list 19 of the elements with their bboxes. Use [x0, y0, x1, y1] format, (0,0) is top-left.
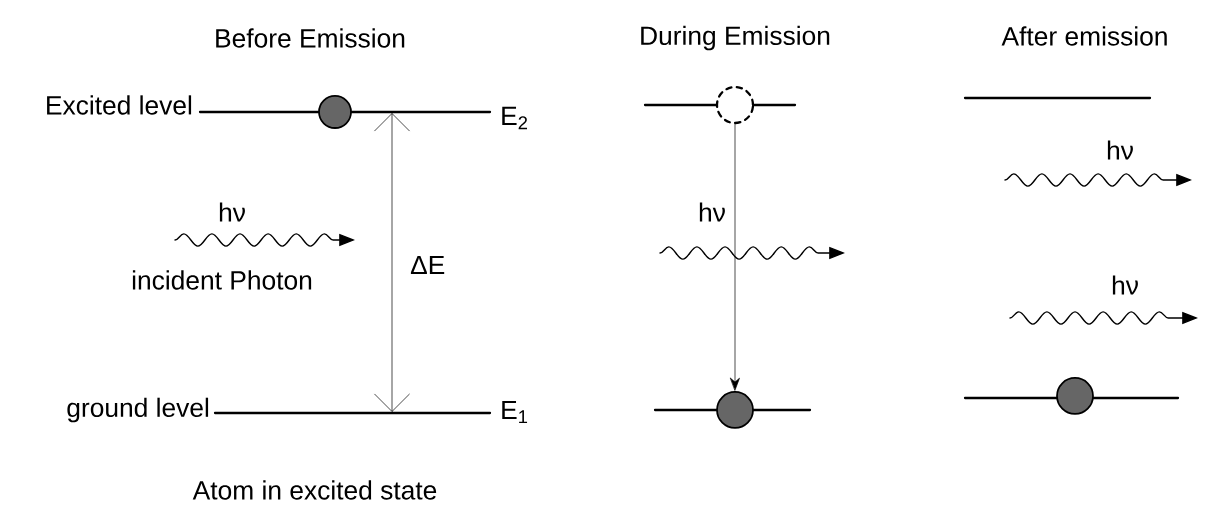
energy-symbol: E$_{2}$ [502, 106, 527, 130]
photon-label: hν [219, 202, 245, 222]
electron-circle [716, 391, 754, 429]
energy-symbol: E$_{1}$ [502, 400, 528, 424]
electron-circle [318, 95, 352, 129]
panel-heading: After emission [1001, 26, 1167, 46]
photon-label: hν [1112, 275, 1138, 295]
panel-heading: During Emission [641, 25, 830, 51]
empty-level-circle [715, 85, 755, 125]
photon-label: hν [699, 202, 725, 222]
photon-label: hν [1107, 140, 1133, 160]
electron-circle [1056, 377, 1094, 415]
photon-caption: incident Photon [132, 270, 312, 290]
level-label: ground level [67, 397, 209, 423]
level-label: Excited level [47, 95, 192, 115]
panel-heading: Before Emission [216, 28, 405, 48]
panel-caption: Atom in excited state [192, 480, 437, 500]
energy-gap-label: ΔE [410, 255, 445, 275]
arrow [730, 123, 740, 391]
